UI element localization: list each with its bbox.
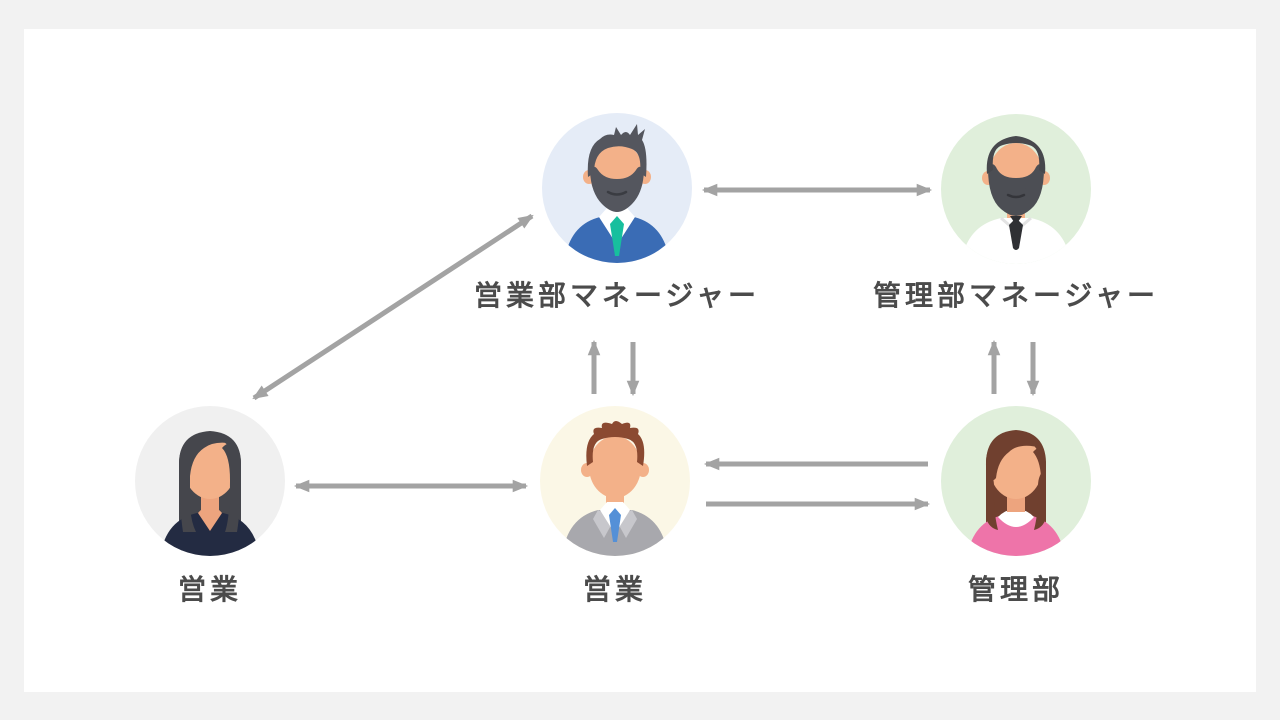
node-label-sales-member-2: 営業: [582, 573, 648, 606]
node-admin-manager: [941, 114, 1091, 264]
node-label-admin-member: 管理部: [967, 573, 1065, 606]
node-label-sales-manager: 営業部マネージャー: [473, 279, 761, 312]
avatar-sales-member-2-icon: [540, 406, 690, 556]
node-label-admin-manager: 管理部マネージャー: [872, 279, 1160, 312]
avatar-admin-member-icon: [941, 406, 1091, 556]
avatar-admin-manager-icon: [941, 114, 1091, 264]
avatar-sales-manager-icon: [542, 113, 692, 263]
node-sales-manager: [542, 113, 692, 263]
node-label-sales-member: 営業: [177, 573, 243, 606]
node-admin-member: [941, 406, 1091, 556]
node-sales-member-2: [540, 406, 690, 556]
node-sales-member: [135, 406, 285, 556]
avatar-sales-member-icon: [135, 406, 285, 556]
